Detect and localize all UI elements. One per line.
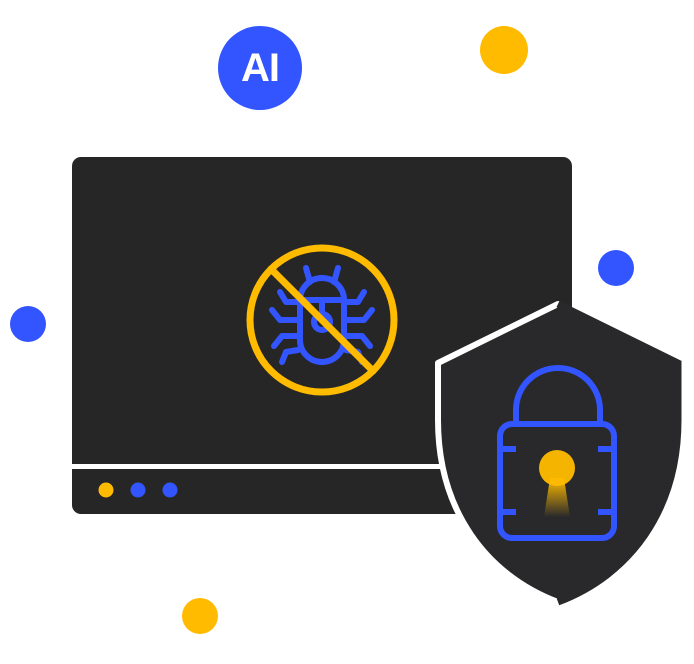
no-bug-icon — [246, 244, 398, 396]
keyhole-icon — [539, 450, 575, 517]
padlock-icon — [497, 365, 617, 541]
window-dot-blue — [130, 482, 146, 498]
yellow-dot — [182, 598, 218, 634]
window-dot-yellow — [98, 482, 114, 498]
blue-dot — [598, 250, 634, 286]
yellow-dot — [480, 26, 528, 74]
blue-dot — [10, 306, 46, 342]
window-dot-blue — [162, 482, 178, 498]
ai-badge-label: AI — [241, 45, 280, 90]
ai-badge-circle — [218, 26, 302, 110]
